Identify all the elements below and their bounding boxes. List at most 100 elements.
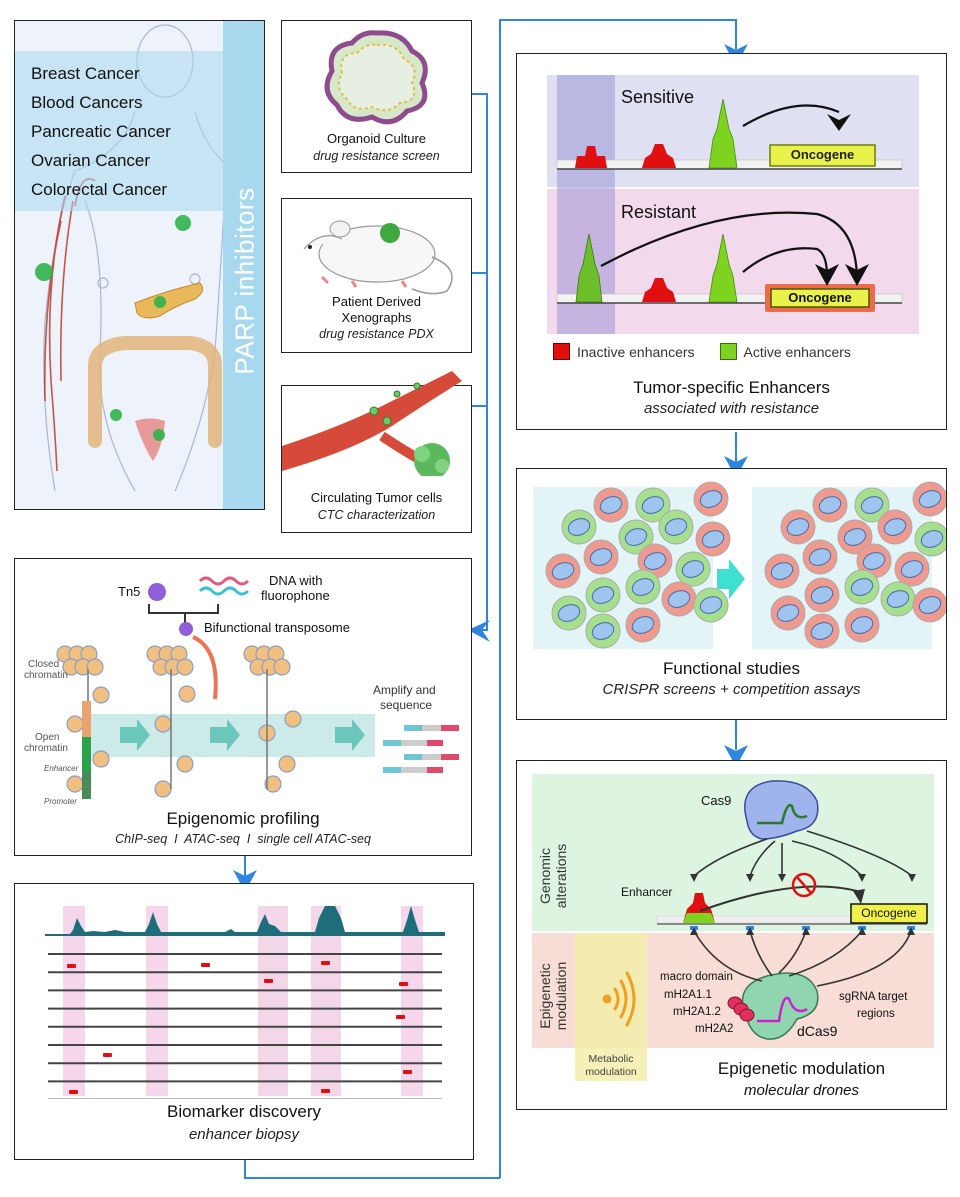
cancer-item: Breast Cancer — [31, 64, 140, 83]
oncogene-gene-sensitive — [769, 144, 876, 167]
inactive-enhancer — [642, 278, 676, 302]
variant-label: mH2A1.1 — [664, 989, 712, 1001]
epigenetic-label-line2: modulation — [553, 961, 569, 1031]
cell-nucleus — [641, 496, 665, 514]
tumor-marker-breast — [175, 215, 191, 231]
tumor-marker-ovary — [153, 429, 165, 441]
enhancers-title: Tumor-specific Enhancers — [633, 378, 830, 397]
legend-swatch-inactive — [553, 343, 570, 360]
cell-nucleus — [664, 518, 688, 536]
tumor-marker-pancreas — [154, 296, 166, 308]
metabolic-region — [575, 933, 647, 1081]
cell-nucleus — [886, 590, 910, 608]
promoter-label: Promoter — [44, 797, 77, 806]
cell-nucleus — [862, 552, 886, 570]
pdx-box: Patient Derived Xenographs drug resistan… — [281, 198, 472, 353]
cell-nucleus — [681, 560, 705, 578]
cell-nucleus — [591, 622, 615, 640]
cell-nucleus — [770, 562, 794, 580]
organoid-title: Organoid Culture — [327, 131, 426, 146]
oncogene-gene-resistant — [770, 288, 870, 308]
nucleosome — [154, 780, 172, 798]
vessel-illustration — [282, 371, 462, 476]
epigenomic-profiling-box: Tn5 DNA with fluorophone Bifunctional tr… — [14, 558, 472, 856]
nucleosome — [178, 685, 196, 703]
metabolic-label-line1: Metabolic — [588, 1053, 634, 1065]
nucleosome — [66, 715, 84, 733]
enhancer-label: Enhancer — [621, 885, 673, 899]
enhancer-hit-mark — [201, 963, 210, 967]
cell-nucleus — [808, 548, 832, 566]
enhancer-hit-mark — [69, 1090, 78, 1094]
cell-nucleus — [860, 496, 884, 514]
cell-nucleus — [699, 490, 723, 508]
cas9-label: Cas9 — [701, 793, 732, 808]
nucleosome — [284, 710, 302, 728]
nucleosome — [176, 658, 194, 676]
legend: Inactive enhancers Active enhancers — [553, 343, 851, 360]
variant-label: mH2A2 — [695, 1023, 734, 1035]
enhancer-hit-mark — [67, 964, 76, 968]
cancer-list: Breast Cancer Blood Cancers Pancreatic C… — [31, 59, 171, 204]
sensitive-label: Sensitive — [621, 87, 695, 107]
closed-chromatin-label-line1: Closed — [28, 659, 60, 670]
ctc-subtitle: CTC characterization — [317, 508, 436, 522]
oncogene-label: Oncogene — [861, 906, 917, 920]
cell-nucleus — [850, 616, 874, 634]
cell-nucleus — [567, 518, 591, 536]
nucleosome — [92, 686, 110, 704]
dcas9-label: dCas9 — [797, 1023, 838, 1039]
functional-subtitle: CRISPR screens + competition assays — [602, 681, 861, 698]
cell-nucleus — [918, 596, 942, 614]
cell-nucleus — [591, 586, 615, 604]
epigenomic-title: Epigenomic profiling — [166, 809, 320, 828]
cancer-types-panel: Breast Cancer Blood Cancers Pancreatic C… — [14, 20, 265, 510]
dna-label-line1: DNA with — [269, 573, 323, 588]
metabolic-label: Metabolic modulation — [575, 1053, 647, 1079]
metabolic-label-line2: modulation — [585, 1066, 637, 1078]
tumor-marker-blood — [35, 263, 53, 281]
enhancer-hit-mark — [321, 961, 330, 965]
macro-domain-label: macro domain — [660, 971, 733, 983]
tn5-label: Tn5 — [118, 584, 141, 599]
biomarker-title: Biomarker discovery — [167, 1102, 321, 1121]
cell-nucleus — [701, 530, 725, 548]
pdx-title-line2: Xenographs — [341, 310, 412, 325]
cell-nucleus — [810, 586, 834, 604]
cell-nucleus — [589, 548, 613, 566]
cell-competition-diagram — [533, 481, 946, 649]
cancer-item: Pancreatic Cancer — [31, 122, 171, 141]
biomarker-subtitle: enhancer biopsy — [188, 1126, 300, 1143]
ctc-box: Circulating Tumor cells CTC characteriza… — [281, 371, 472, 533]
active-enhancer — [708, 233, 738, 303]
genomic-label-line1: Genomic — [537, 847, 553, 905]
cell-nucleus — [920, 530, 944, 548]
ctc-title: Circulating Tumor cells — [310, 490, 443, 505]
crispr-modulation-diagram — [532, 774, 934, 1081]
nucleosome — [278, 755, 296, 773]
cancer-item: Colorectal Cancer — [31, 180, 168, 199]
enhancer-hit-mark — [403, 1070, 412, 1074]
functional-title: Functional studies — [662, 659, 801, 678]
active-enhancer — [575, 233, 603, 303]
cas9-protein — [744, 780, 819, 840]
enhancer-column — [311, 906, 341, 1096]
enhancer-hit-mark — [396, 1015, 405, 1019]
parp-inhibitors-label: PARP inhibitors — [229, 187, 259, 375]
transposome-label: Bifunctional transposome — [204, 620, 350, 635]
enhancer-biopsy-tracks — [45, 906, 445, 1099]
cancer-item: Ovarian Cancer — [31, 151, 151, 170]
amplify-label-line2: sequence — [380, 698, 433, 712]
cell-nucleus — [631, 578, 655, 596]
atac-seq-diagram — [56, 576, 459, 799]
genomic-label-line2: alterations — [553, 843, 569, 909]
epigenomic-subtitle: ChIP-seq I ATAC-seq I single cell ATAC-s… — [115, 832, 371, 846]
organoid-subtitle: drug resistance screen — [313, 149, 440, 163]
open-chromatin-label-line2: chromatin — [24, 743, 68, 754]
cell-nucleus — [900, 560, 924, 578]
tumor-enhancers-box: Sensitive Resistant Oncogene Oncogene In… — [516, 53, 947, 430]
organoid-culture-box: Organoid Culture drug resistance screen — [281, 20, 472, 173]
enhancer-diagram — [547, 75, 919, 334]
cancer-list-band — [15, 51, 223, 211]
legend-label-inactive: Inactive enhancers — [577, 343, 695, 360]
